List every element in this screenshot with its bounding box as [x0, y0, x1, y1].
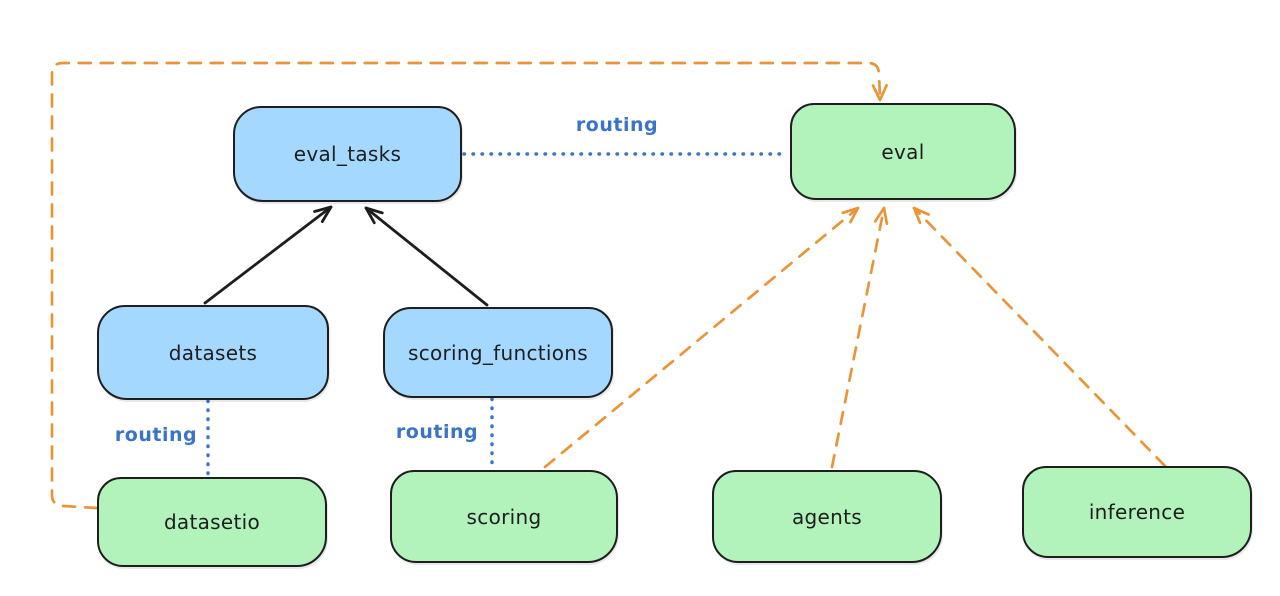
- node-eval: eval: [790, 103, 1016, 200]
- node-inference-label: inference: [1088, 500, 1186, 524]
- node-scoring-functions-label: scoring_functions: [407, 340, 589, 365]
- routing-label-datasets-datasetio: routing: [114, 424, 198, 446]
- node-inference: inference: [1022, 466, 1252, 558]
- node-scoring-functions: scoring_functions: [383, 307, 613, 398]
- node-agents: agents: [712, 470, 942, 563]
- edge-datasetio-to-eval: [50, 61, 888, 510]
- node-eval-tasks: eval_tasks: [233, 106, 462, 202]
- edge-datasets-to-eval-tasks: [203, 205, 333, 305]
- node-datasetio-label: datasetio: [163, 510, 261, 534]
- node-scoring-label: scoring: [466, 504, 542, 529]
- node-datasets-label: datasets: [168, 340, 258, 365]
- node-agents-label: agents: [792, 504, 862, 529]
- edge-agents-to-eval: [830, 206, 889, 469]
- routing-label-scoring-functions-scoring: routing: [395, 421, 479, 443]
- edge-scoring-to-eval: [543, 206, 860, 469]
- edge-scoring-functions-to-eval-tasks: [364, 206, 489, 307]
- edge-inference-to-eval: [912, 206, 1167, 468]
- routing-label-eval-tasks-eval: routing: [575, 114, 659, 136]
- node-datasetio: datasetio: [97, 477, 327, 567]
- node-scoring: scoring: [390, 470, 618, 563]
- node-eval-label: eval: [881, 139, 925, 164]
- node-eval-tasks-label: eval_tasks: [293, 142, 402, 166]
- node-datasets: datasets: [97, 305, 329, 400]
